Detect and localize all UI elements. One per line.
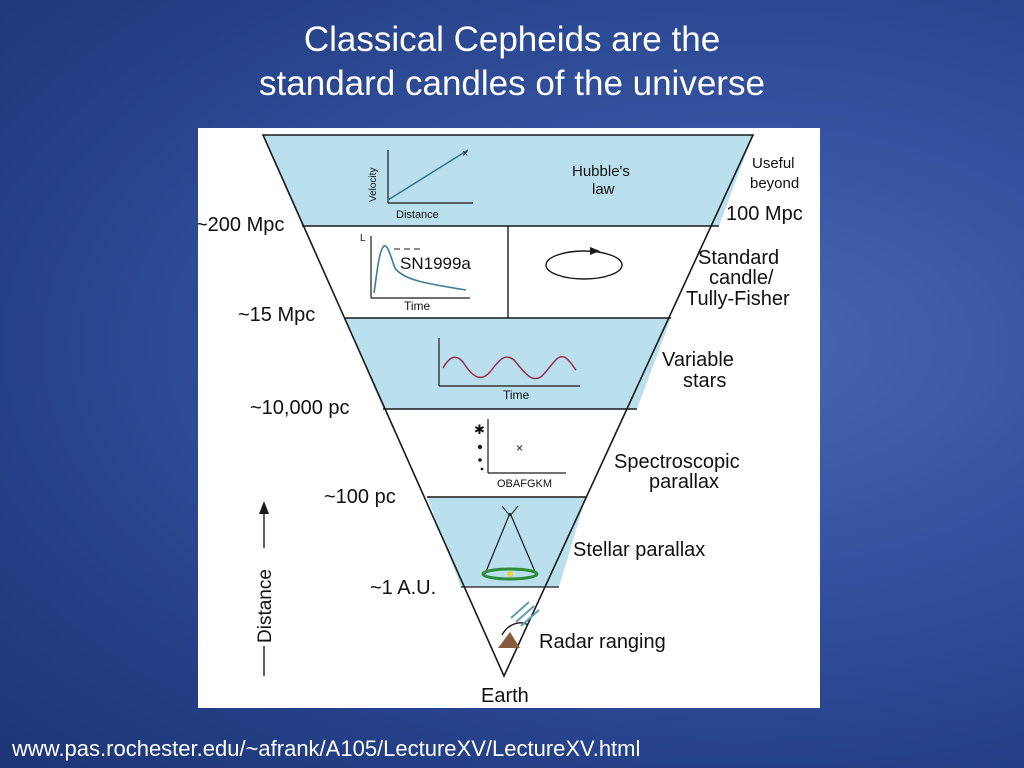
useful-beyond-value: 100 Mpc [726,203,803,225]
stellar-parallax-label: Stellar parallax [573,539,705,561]
radar-ranging-label: Radar ranging [539,631,666,653]
slide-title-line-2: standard candles of the universe [259,64,765,103]
hubble-data-point-marker: × [462,148,468,160]
spectroscopic-star-marker-1: ✱ [474,422,485,437]
boundary-label-15mpc: ~15 Mpc [238,304,315,326]
supernova-inset: L Time SN1999a [360,233,471,313]
standard-candle-line-2: candle/ [709,267,774,289]
hubble-inset-x-label: Distance [396,209,439,221]
distance-ladder-svg: × Velocity Distance Hubble's law L Time … [198,134,803,707]
spectroscopic-inset: ✱ × OBAFGKM [474,419,566,490]
useful-beyond-line-1: Useful [752,155,795,172]
variable-stars-line-1: Variable [662,349,734,371]
hubble-inset: × Velocity Distance [368,148,473,221]
supernova-label: SN1999a [400,254,471,273]
tier-variable-band [345,318,671,409]
ladder-triangle-outline [261,134,755,678]
stellar-parallax-cone-icon [481,505,539,581]
spectroscopic-star-marker-2 [477,444,483,450]
spectroscopic-star-marker-3 [478,458,482,462]
tully-fisher-rotation-icon [545,247,623,280]
apex-label-earth: Earth [481,685,529,707]
slide-title-line-1: Classical Cepheids are the [303,20,721,59]
distance-axis: Distance [255,501,276,676]
hubble-method-line-1: Hubble's [572,163,630,180]
supernova-inset-x-label: Time [404,299,431,313]
stellar-parallax-orbit-ring [481,567,539,581]
boundary-label-200mpc: ~200 Mpc [198,214,284,236]
tier-hubble-band [263,135,753,226]
spectroscopic-inset-x-label: OBAFGKM [497,478,552,490]
useful-beyond-line-2: beyond [750,175,799,192]
spectroscopic-star-marker-4 [480,467,484,471]
boundary-label-10000pc: ~10,000 pc [250,397,350,419]
source-url: www.pas.rochester.edu/~afrank/A105/Lectu… [12,736,641,761]
hubble-method-line-2: law [592,181,615,198]
slide-title: Classical Cepheids are the standard cand… [0,18,1024,106]
boundary-label-1au: ~1 A.U. [370,577,436,599]
distance-ladder-diagram: × Velocity Distance Hubble's law L Time … [198,128,820,708]
standard-candle-line-1: Standard [698,247,779,269]
variable-stars-line-2: stars [683,370,726,392]
hubble-velocity-line [387,149,469,201]
standard-candle-line-3: Tully-Fisher [686,288,790,310]
distance-axis-label: Distance [255,569,276,643]
radar-dish-icon [498,601,540,648]
variable-star-inset-x-label: Time [503,388,530,402]
supernova-light-curve [373,245,467,294]
variable-star-inset: Time [438,338,580,402]
supernova-inset-y-label: L [360,233,366,244]
spectroscopic-parallax-line-1: Spectroscopic [614,451,740,473]
tier-stellar-parallax-band [427,497,586,587]
boundary-label-100pc: ~100 pc [324,486,396,508]
variable-star-light-curve [442,355,577,380]
spectroscopic-parallax-line-2: parallax [649,471,719,493]
hubble-inset-y-label: Velocity [368,168,379,202]
spectroscopic-data-point-marker: × [516,441,523,455]
